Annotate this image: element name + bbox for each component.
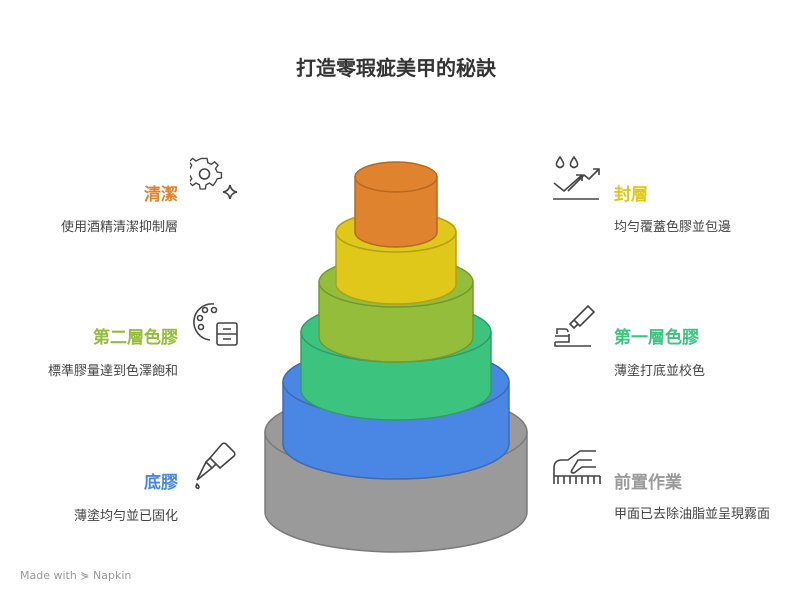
tube-brush-icon (554, 304, 596, 347)
step-label-base: 底膠 (144, 473, 178, 493)
step-label-top-coat: 封層 (614, 185, 648, 205)
step-desc-top-coat: 均勻覆蓋色膠並包邊 (614, 220, 732, 235)
step-desc-first-color: 薄塗打底並校色 (614, 364, 706, 379)
step-desc-second-color: 標準膠量達到色澤飽和 (47, 364, 178, 379)
step-label-second-color: 第二層色膠 (93, 328, 178, 348)
step-label-clean: 清潔 (144, 185, 178, 205)
step-desc-base: 薄塗均勻並已固化 (73, 509, 178, 524)
layer-body (354, 176, 438, 248)
layer-top (354, 161, 438, 193)
step-label-first-color: 第一層色膠 (614, 328, 699, 348)
footer-napkin-credit: Made with ⋟ Napkin (20, 569, 132, 582)
step-label-prep: 前置作業 (614, 473, 682, 493)
gear-sparkle-icon (190, 157, 238, 200)
layer-6 (354, 161, 438, 248)
drops-arrows-icon (553, 155, 600, 200)
dropper-bottle-icon (195, 442, 236, 490)
step-desc-clean: 使用酒精清潔抑制層 (60, 220, 178, 235)
step-desc-prep: 甲面已去除油脂並呈現霧面 (614, 507, 771, 522)
hand-file-icon (553, 450, 601, 484)
page-title: 打造零瑕疵美甲的秘訣 (296, 56, 496, 80)
palette-icon (193, 303, 238, 346)
